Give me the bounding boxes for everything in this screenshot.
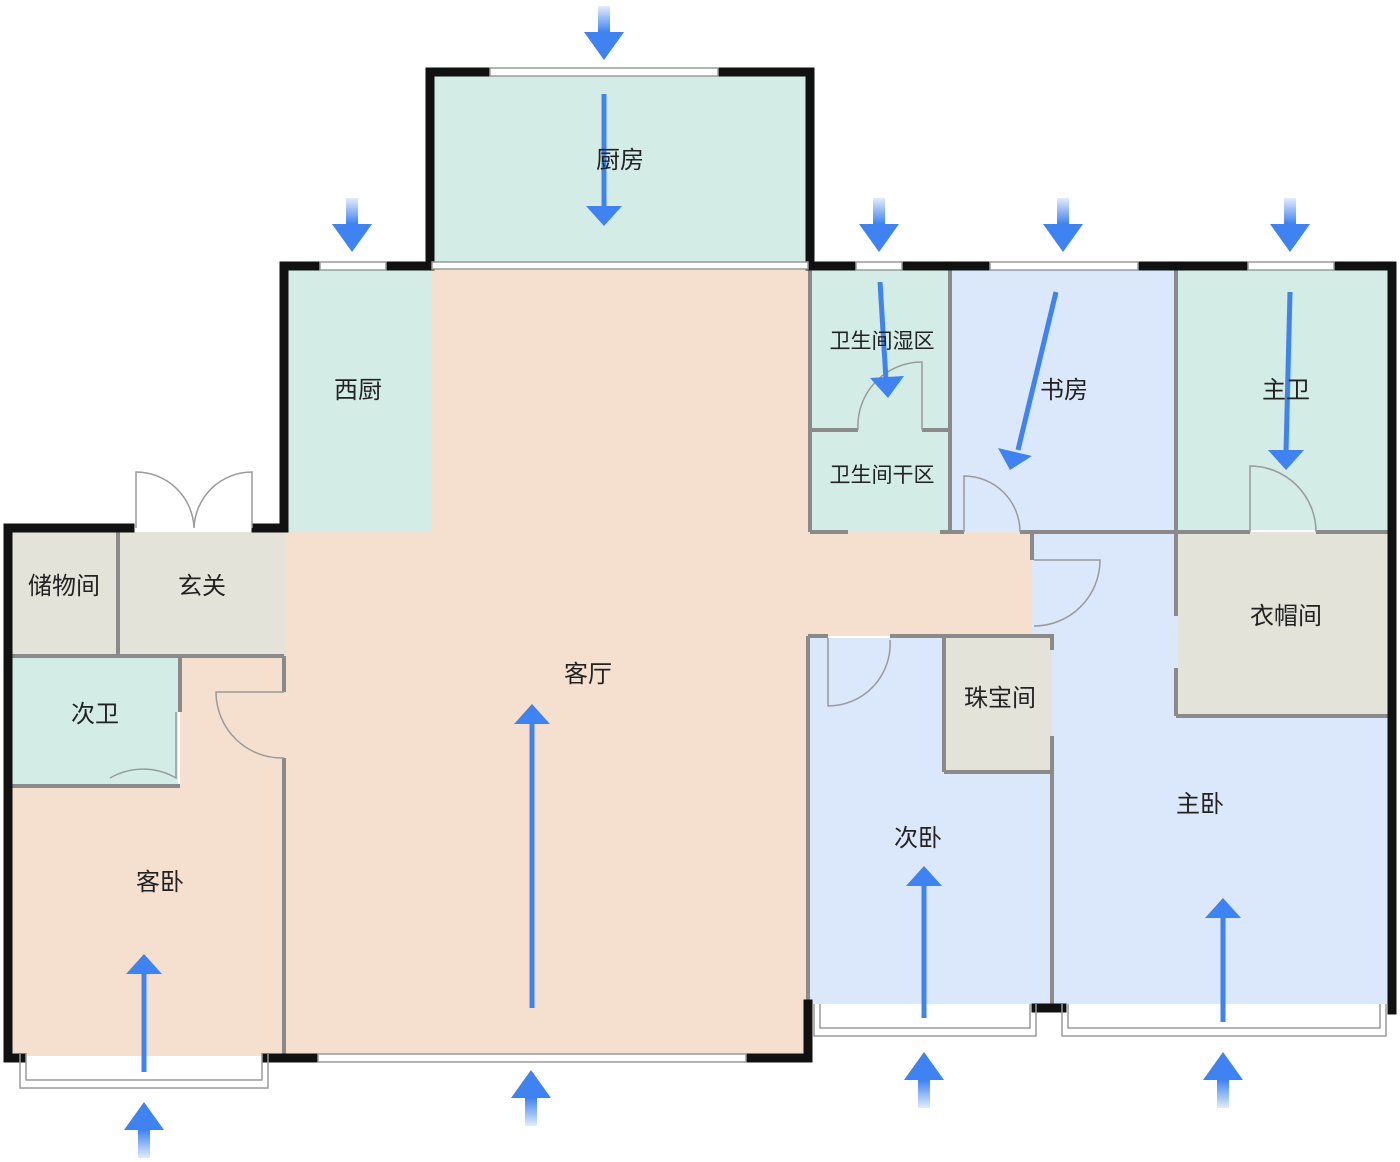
label-kitchen: 厨房 xyxy=(596,146,644,174)
label-jewelry: 珠宝间 xyxy=(964,684,1036,712)
label-storage: 储物间 xyxy=(28,572,100,600)
inflow-arrow-master-bath xyxy=(1270,198,1310,252)
label-cloakroom: 衣帽间 xyxy=(1250,602,1322,630)
living-corridor-area xyxy=(806,532,1032,636)
window-kitchen xyxy=(489,67,719,77)
flow-arrow-master-bath xyxy=(1268,291,1304,470)
label-bath-dry: 卫生间干区 xyxy=(830,463,935,487)
guest-bedroom-door xyxy=(215,691,285,759)
guest-bedroom-area xyxy=(12,786,284,1056)
storage-area xyxy=(12,532,118,656)
window-master-bath xyxy=(1247,261,1335,271)
exterior-walls xyxy=(3,67,1397,1063)
study-door xyxy=(963,475,1021,533)
bath-dry-area xyxy=(812,430,948,532)
window-study xyxy=(989,261,1139,271)
interior-walls xyxy=(12,266,1392,1056)
inflow-arrow-kitchen xyxy=(584,6,624,60)
label-second-bath: 次卫 xyxy=(71,700,119,728)
room-labels: 厨房 西厨 卫生间湿区 卫生间干区 书房 主卫 储物间 玄关 客厅 衣帽间 珠宝… xyxy=(28,146,1322,896)
window-living xyxy=(317,1053,747,1063)
inflow-arrow-study xyxy=(1043,198,1083,252)
cloakroom-area xyxy=(1178,532,1392,716)
second-bath-area xyxy=(12,658,178,786)
inflow-arrow-second-bedroom xyxy=(904,1052,944,1108)
flow-arrow-bath-wet xyxy=(870,281,904,398)
flow-arrow-guest-bedroom xyxy=(126,954,162,1072)
window-bath-wet xyxy=(855,261,903,271)
master-bedroom-door xyxy=(1033,559,1101,627)
label-guest-bedroom: 客卧 xyxy=(136,868,184,896)
entrance-area xyxy=(118,532,286,656)
room-fills xyxy=(12,72,1392,1056)
flow-arrow-kitchen xyxy=(586,94,622,226)
second-bath-door xyxy=(109,712,177,780)
label-entrance: 玄关 xyxy=(178,572,226,600)
inflow-arrow-master-bedroom xyxy=(1203,1052,1243,1108)
west-kitchen-area xyxy=(284,266,432,532)
flow-arrow-second-bedroom xyxy=(906,866,942,1018)
study-area xyxy=(950,268,1176,532)
inflow-arrow-living xyxy=(511,1070,551,1126)
flow-arrow-study xyxy=(998,291,1059,470)
bay-window-guest xyxy=(19,1054,269,1089)
second-bedroom-door xyxy=(827,638,891,707)
inflow-arrow-west-kitchen xyxy=(332,198,372,252)
bay-window-master xyxy=(1061,1004,1387,1037)
inflow-arrow-guest-bedroom xyxy=(124,1102,164,1158)
label-study: 书房 xyxy=(1040,376,1088,404)
inflow-arrow-bath xyxy=(859,198,899,252)
label-west-kitchen: 西厨 xyxy=(334,376,382,404)
jewelry-area xyxy=(946,638,1052,772)
bay-window-second xyxy=(813,1004,1037,1037)
label-bath-wet: 卫生间湿区 xyxy=(830,329,935,353)
master-bath-door xyxy=(1249,465,1317,533)
label-living: 客厅 xyxy=(564,660,612,688)
label-master-bedroom: 主卧 xyxy=(1176,790,1224,818)
label-master-bath: 主卫 xyxy=(1262,376,1310,404)
window-west-kitchen xyxy=(319,261,387,271)
flow-arrow-master-bedroom xyxy=(1205,898,1241,1022)
kitchen-area xyxy=(430,72,808,268)
entrance-door xyxy=(135,471,253,529)
window-kitchen-inner xyxy=(431,261,809,270)
guest-bedroom-hall-area xyxy=(180,658,284,788)
label-second-bedroom: 次卧 xyxy=(894,824,942,852)
flow-arrow-living xyxy=(514,704,550,1008)
airflow-arrows xyxy=(124,6,1310,1158)
windows xyxy=(19,67,1387,1089)
